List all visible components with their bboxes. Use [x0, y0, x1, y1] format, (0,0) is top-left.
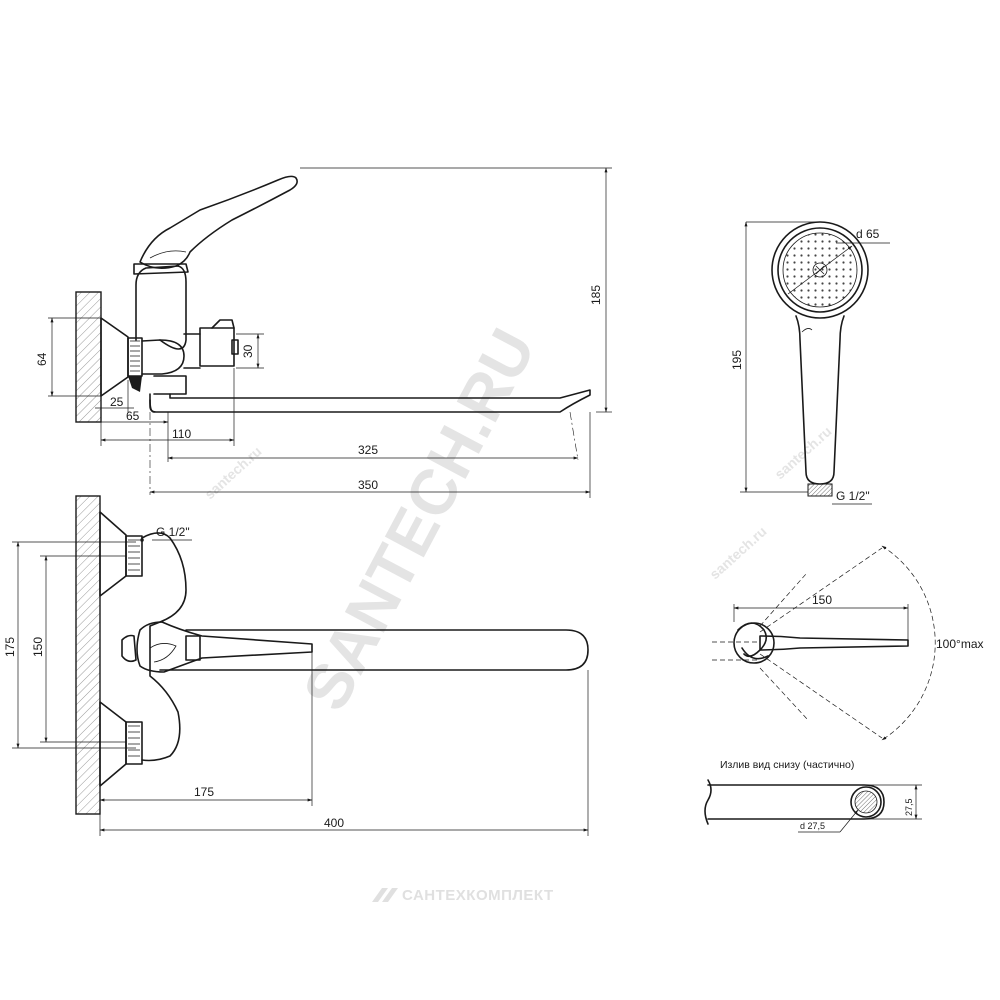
wall-hatch-top: [75, 495, 101, 815]
shower-diameter-label: d 65: [856, 227, 880, 241]
spout-bottom-view: Излив вид снизу (частично) 27,5 d 27,5: [704, 759, 922, 833]
wall-hatch: [75, 291, 102, 423]
dim-v150: 150: [31, 637, 45, 657]
shower-thread-label: G 1/2": [836, 489, 870, 503]
dim-v175: 175: [3, 637, 17, 657]
dim-65: 65: [126, 409, 140, 423]
dim-v195: 195: [730, 350, 744, 370]
dim-110: 110: [172, 427, 191, 441]
dim-v275: 27,5: [904, 798, 914, 816]
spout-caption: Излив вид снизу (частично): [720, 759, 854, 771]
watermark-main: SANTECH.RU: [289, 317, 550, 721]
watermark-small-top: santech.ru: [201, 443, 264, 502]
dim-64: 64: [35, 352, 49, 366]
dim-350: 350: [358, 478, 378, 492]
dim-325: 325: [358, 443, 378, 457]
top-thread-label: G 1/2": [156, 525, 190, 539]
watermark-small-right: santech.ru: [771, 423, 834, 482]
brand-logo: САНТЕХКОМПЛЕКТ: [372, 887, 554, 904]
lever-rotation: 150 100°max: [712, 545, 984, 741]
shower-head: d 65 195 G 1/2": [730, 221, 890, 505]
dim-h175: 175: [194, 785, 214, 799]
brand-name: САНТЕХКОМПЛЕКТ: [402, 887, 554, 904]
dim-185: 185: [589, 285, 603, 305]
spout-diameter-label: d 27,5: [800, 821, 825, 831]
dim-d150: 150: [812, 593, 832, 607]
dim-30: 30: [241, 344, 255, 358]
dim-h400: 400: [324, 816, 344, 830]
top-view: G 1/2" 175 150 175 400: [3, 495, 589, 836]
angle-label: 100°max: [936, 637, 984, 651]
dim-25: 25: [110, 395, 124, 409]
side-view: 64 30 185 25 65 110 325 350: [35, 167, 612, 498]
watermark-small-bottom: santech.ru: [706, 523, 769, 582]
watermark: SANTECH.RU santech.ru santech.ru santech…: [201, 317, 834, 721]
